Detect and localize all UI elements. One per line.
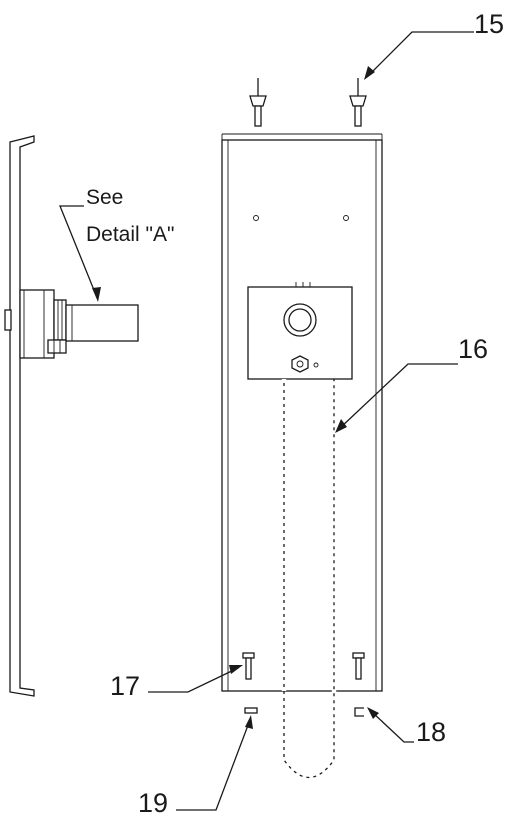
front-plate: [221, 133, 383, 692]
side-shaft: [65, 304, 139, 342]
callout-17-arrowhead: [229, 665, 243, 674]
callout-18: 18: [367, 707, 446, 747]
drive-chain: [281, 379, 337, 780]
callout-17: 17: [110, 665, 243, 701]
mounting-bolt-top-right: [349, 78, 367, 127]
callout-17-label: 17: [110, 671, 140, 701]
callout-19: 19: [138, 715, 253, 817]
bolt-bottom-left: [242, 652, 255, 680]
callout-19-arrowhead: [245, 715, 253, 729]
note-line-1: See: [86, 186, 123, 209]
clip-18: [354, 707, 364, 717]
callout-16-arrowhead: [335, 419, 347, 433]
callout-19-label: 19: [138, 788, 168, 817]
front-view: [221, 78, 383, 780]
callout-18-arrowhead: [367, 707, 379, 719]
callout-16: 16: [335, 334, 488, 433]
drive-housing: [247, 282, 353, 380]
callout-15-arrowhead: [364, 66, 375, 80]
note-arrowhead: [92, 287, 101, 302]
mounting-bolt-top-left: [249, 78, 267, 127]
note-line-2: Detail "A": [86, 223, 174, 246]
callout-18-label: 18: [416, 717, 446, 747]
side-plate: [4, 135, 35, 697]
side-view: [4, 135, 139, 697]
bolt-bottom-right: [352, 652, 365, 680]
callout-16-label: 16: [458, 334, 488, 364]
washer-19: [244, 707, 258, 714]
callout-15-label: 15: [474, 9, 504, 39]
detail-note: See Detail "A": [59, 186, 174, 302]
side-nut: [47, 339, 67, 354]
callout-15: 15: [364, 9, 504, 80]
